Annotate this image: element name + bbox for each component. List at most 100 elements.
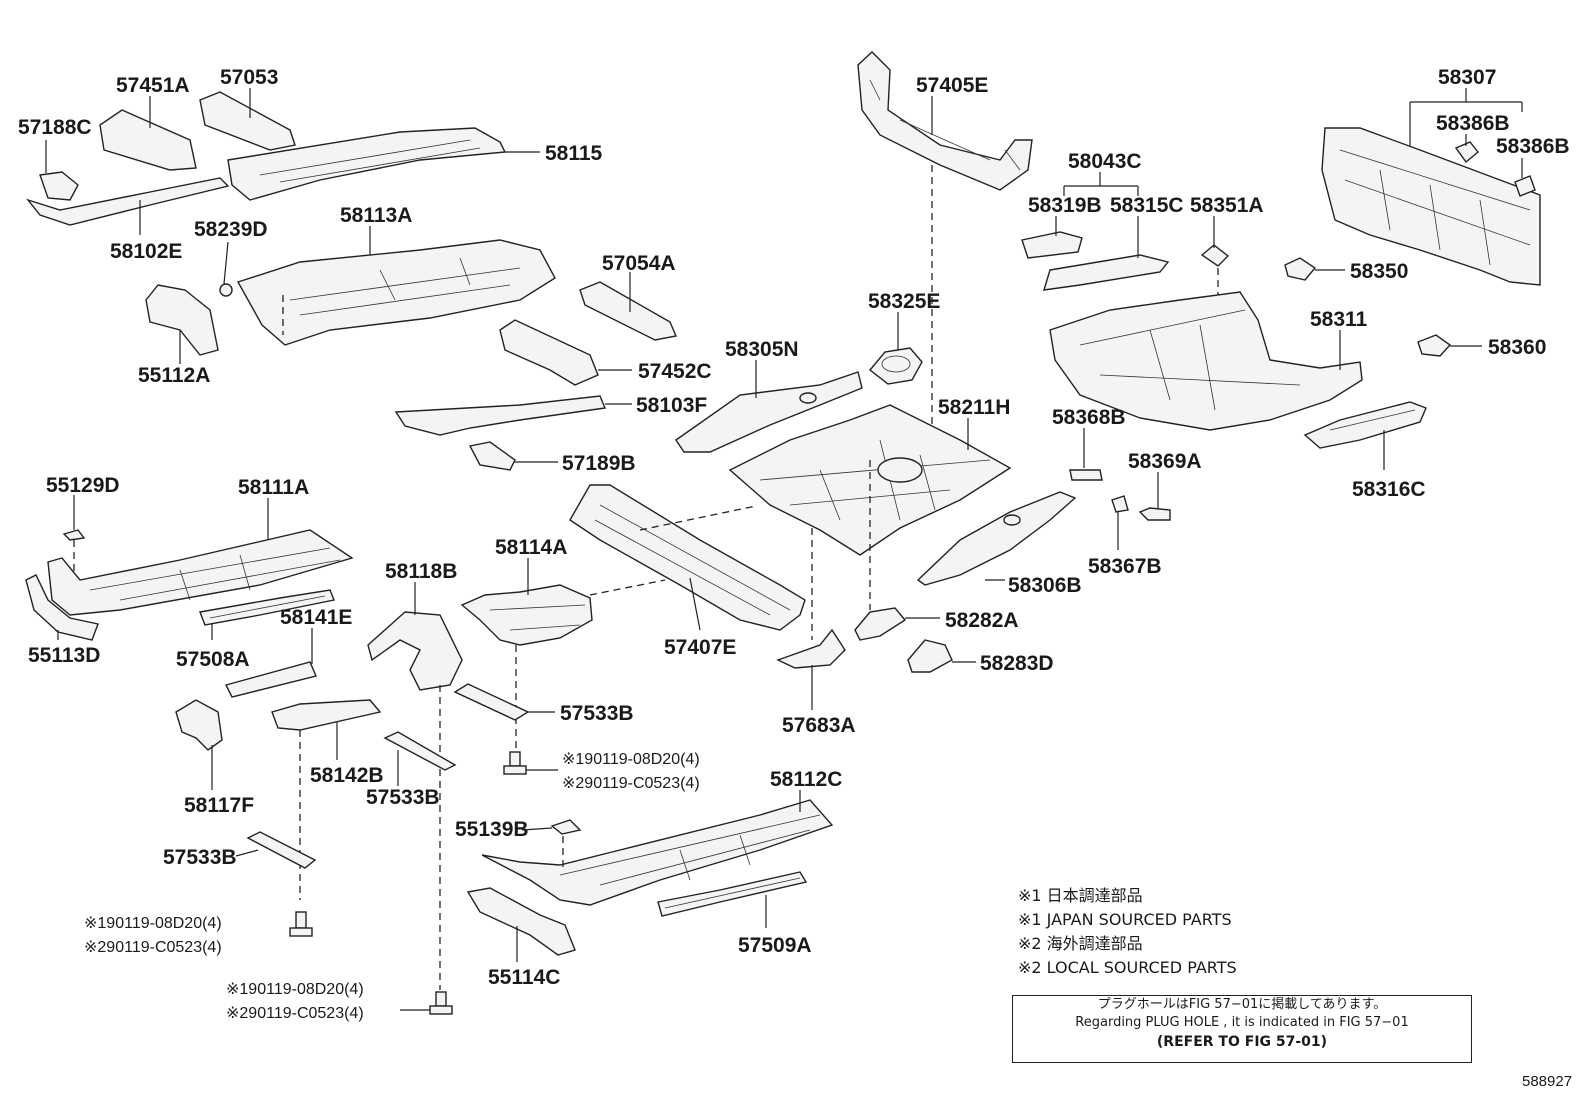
label-55112A: 55112A <box>138 364 210 387</box>
reference-line-fig: (REFER TO FIG 57-01) <box>1156 1034 1328 1050</box>
label-58115: 58115 <box>545 142 603 165</box>
part-57533B-c <box>246 831 317 869</box>
label-55114C: 55114C <box>488 966 560 989</box>
part-55114C <box>466 887 576 956</box>
part-58103F <box>394 395 606 436</box>
figure-code: 588927 <box>1522 1073 1573 1090</box>
part-57452C <box>499 319 599 386</box>
label-58307: 58307 <box>1438 66 1496 89</box>
label-58111A: 58111A <box>238 476 309 499</box>
label-57405E: 57405E <box>916 74 988 97</box>
part-57407E <box>569 484 806 631</box>
label-58141E: 58141E <box>280 606 352 629</box>
bolt-note-b-1: ※190119-08D20(4) <box>84 915 222 932</box>
note-line: ※1 日本調達部品 <box>1018 886 1143 905</box>
label-57054A: 57054A <box>602 252 676 275</box>
part-58367B <box>1111 495 1129 513</box>
label-58306B: 58306B <box>1008 574 1082 597</box>
part-58114A <box>460 584 593 646</box>
part-58141E <box>224 661 317 698</box>
part-58118B <box>367 611 463 691</box>
label-58142B: 58142B <box>310 764 384 787</box>
label-58117F: 58117F <box>184 794 254 817</box>
part-57053 <box>199 91 296 151</box>
sourcing-notes: ※1 日本調達部品 ※1 JAPAN SOURCED PARTS ※2 海外調達… <box>1018 884 1237 980</box>
bolt-note-c-2: ※290119-C0523(4) <box>226 1005 364 1022</box>
label-57053: 57053 <box>220 66 278 89</box>
part-58315C <box>1043 254 1170 291</box>
label-55129D: 55129D <box>46 474 120 497</box>
label-58102E: 58102E <box>110 240 182 263</box>
part-58386B-b <box>1514 175 1536 197</box>
part-57451A <box>99 109 197 171</box>
label-58211H: 58211H <box>938 396 1010 419</box>
label-58368B: 58368B <box>1052 406 1126 429</box>
label-58305N: 58305N <box>725 338 799 361</box>
label-57452C: 57452C <box>638 360 712 383</box>
label-58043C: 58043C <box>1068 150 1142 173</box>
reference-line-jp: プラグホールはFIG 57−01に掲載してあります。 <box>1097 997 1387 1012</box>
label-57533B-a: 57533B <box>560 702 634 725</box>
label-57533B-c: 57533B <box>163 846 237 869</box>
part-58239D <box>219 283 233 297</box>
bolt-icon <box>429 991 453 1015</box>
label-57188C: 57188C <box>18 116 92 139</box>
label-58386B-a: 58386B <box>1436 112 1510 135</box>
part-57509A <box>657 871 808 917</box>
part-58102E <box>26 177 230 226</box>
part-55139B <box>550 819 582 835</box>
label-57407E: 57407E <box>664 636 736 659</box>
part-55112A <box>145 284 219 356</box>
label-58325E: 58325E <box>868 290 940 313</box>
label-58319B: 58319B <box>1028 194 1102 217</box>
label-58114A: 58114A <box>495 536 567 559</box>
bolt-icon <box>289 911 313 937</box>
part-55129D <box>62 529 86 541</box>
label-58360: 58360 <box>1488 336 1546 359</box>
label-58282A: 58282A <box>945 609 1019 632</box>
part-58211H <box>728 404 1012 556</box>
label-58239D: 58239D <box>194 218 268 241</box>
part-58319B <box>1021 231 1083 259</box>
note-line: ※2 海外調達部品 <box>1018 934 1143 953</box>
part-58282A <box>854 607 907 641</box>
part-58111A <box>47 529 354 616</box>
part-57683A <box>776 628 846 669</box>
part-58142B <box>271 699 382 731</box>
bolt-note-a-1: ※190119-08D20(4) <box>562 751 700 768</box>
reference-line-en: Regarding PLUG HOLE , it is indicated in… <box>1075 1015 1409 1030</box>
reference-box: プラグホールはFIG 57−01に掲載してあります。 Regarding PLU… <box>1012 995 1472 1063</box>
part-58350 <box>1284 257 1317 281</box>
part-58368B <box>1069 469 1103 481</box>
label-57189B: 57189B <box>562 452 636 475</box>
part-58351A <box>1200 244 1230 267</box>
label-58283D: 58283D <box>980 652 1054 675</box>
note-line: ※2 LOCAL SOURCED PARTS <box>1018 958 1237 977</box>
bolt-icon <box>503 751 527 775</box>
label-57451A: 57451A <box>116 74 190 97</box>
part-57189B <box>468 441 516 471</box>
label-58311: 58311 <box>1310 308 1368 331</box>
part-58386B-a <box>1454 141 1479 164</box>
label-58316C: 58316C <box>1352 478 1426 501</box>
part-57054A <box>579 281 677 341</box>
part-58306B <box>916 491 1077 586</box>
label-55113D: 55113D <box>28 644 100 667</box>
label-57533B-b: 57533B <box>366 786 440 809</box>
label-57509A: 57509A <box>738 934 812 957</box>
label-58369A: 58369A <box>1128 450 1202 473</box>
part-57533B-a <box>453 683 530 721</box>
part-58369A <box>1138 507 1171 521</box>
label-55139B: 55139B <box>455 818 529 841</box>
label-58103F: 58103F <box>636 394 707 417</box>
part-57188C <box>39 171 79 201</box>
part-58305N <box>675 371 863 453</box>
bolt-note-b-2: ※290119-C0523(4) <box>84 939 222 956</box>
part-57533B-b <box>383 731 457 771</box>
label-58386B-b: 58386B <box>1496 135 1570 158</box>
label-57683A: 57683A <box>782 714 856 737</box>
part-55113D <box>25 574 99 641</box>
label-58351A: 58351A <box>1190 194 1264 217</box>
part-58307 <box>1321 127 1541 286</box>
